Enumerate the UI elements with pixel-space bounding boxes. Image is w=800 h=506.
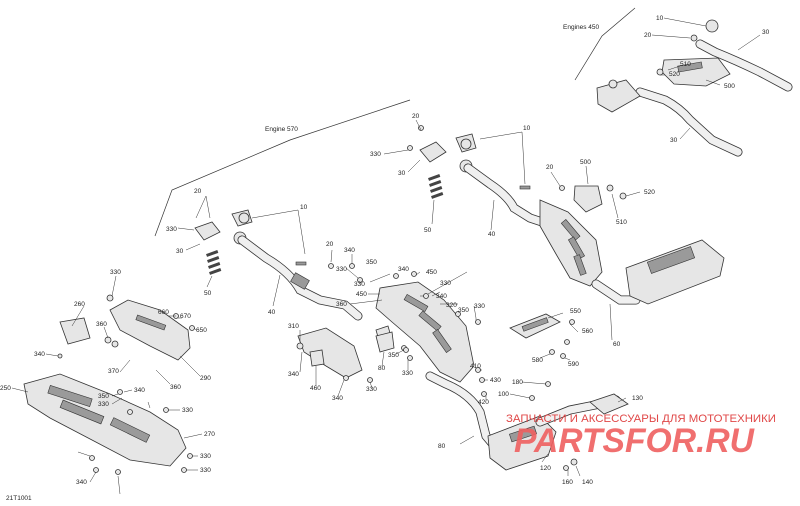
callout: 660 bbox=[158, 309, 169, 316]
engine-570-label: Engine 570 bbox=[265, 126, 298, 133]
left-shield-group bbox=[11, 275, 409, 495]
spring-50-middle bbox=[428, 174, 444, 199]
callout: 10 bbox=[523, 125, 531, 132]
callout: 510 bbox=[680, 61, 691, 68]
callout: 80 bbox=[378, 365, 386, 372]
callout: 100 bbox=[498, 391, 509, 398]
callout: 40 bbox=[488, 231, 496, 238]
callout: 270 bbox=[204, 431, 215, 438]
engine-450-label: Engines 450 bbox=[563, 24, 600, 31]
callout: 290 bbox=[200, 375, 211, 382]
callout: 350 bbox=[388, 352, 399, 359]
callout: 330 bbox=[98, 401, 109, 408]
callout: 330 bbox=[182, 407, 193, 414]
muffler-60-group bbox=[509, 165, 725, 361]
callout: 360 bbox=[336, 301, 347, 308]
callout-labels: 10 20 30 500 510 520 30 10 20 330 30 50 … bbox=[0, 15, 770, 486]
middle-manifold-group bbox=[383, 119, 553, 231]
callout: 130 bbox=[632, 395, 643, 402]
callout: 140 bbox=[582, 479, 593, 486]
callout: 330 bbox=[110, 269, 121, 276]
callout: 410 bbox=[470, 363, 481, 370]
callout: 350 bbox=[98, 393, 109, 400]
callout: 450 bbox=[426, 269, 437, 276]
callout: 450 bbox=[356, 291, 367, 298]
diagram-id: 21T1001 bbox=[6, 495, 32, 502]
engine-570-assembly: Engine 570 bbox=[154, 99, 411, 237]
callout: 340 bbox=[436, 293, 447, 300]
callout: 50 bbox=[204, 290, 212, 297]
callout: 20 bbox=[326, 241, 334, 248]
callout: 30 bbox=[762, 29, 770, 36]
callout: 330 bbox=[336, 266, 347, 273]
callout: 580 bbox=[532, 357, 543, 364]
callout: 500 bbox=[580, 159, 591, 166]
callout: 330 bbox=[474, 303, 485, 310]
callout: 520 bbox=[644, 189, 655, 196]
callout: 350 bbox=[458, 307, 469, 314]
callout: 20 bbox=[194, 188, 202, 195]
center-shield-group bbox=[345, 254, 481, 383]
callout: 120 bbox=[540, 465, 551, 472]
callout: 360 bbox=[170, 384, 181, 391]
callout: 30 bbox=[176, 248, 184, 255]
callout: 160 bbox=[562, 479, 573, 486]
callout: 30 bbox=[670, 137, 678, 144]
callout: 330 bbox=[440, 280, 451, 287]
callout: 340 bbox=[288, 371, 299, 378]
callout: 340 bbox=[344, 247, 355, 254]
callout: 350 bbox=[366, 259, 377, 266]
callout: 320 bbox=[446, 302, 457, 309]
callout: 520 bbox=[669, 71, 680, 78]
callout: 10 bbox=[656, 15, 664, 22]
callout: 50 bbox=[424, 227, 432, 234]
callout: 330 bbox=[200, 467, 211, 474]
callout: 550 bbox=[570, 308, 581, 315]
callout: 20 bbox=[412, 113, 420, 120]
watermark-tagline: ЗАПЧАСТИ И АКСЕССУАРЫ ДЛЯ МОТОТЕХНИКИ bbox=[506, 413, 776, 425]
callout: 460 bbox=[310, 385, 321, 392]
callout: 330 bbox=[366, 386, 377, 393]
callout: 250 bbox=[0, 385, 11, 392]
callout: 340 bbox=[398, 266, 409, 273]
callout: 330 bbox=[402, 370, 413, 377]
callout: 80 bbox=[438, 443, 446, 450]
callout: 330 bbox=[166, 226, 177, 233]
callout: 430 bbox=[490, 377, 501, 384]
callout: 330 bbox=[200, 453, 211, 460]
spring-50-left bbox=[206, 250, 222, 275]
left-manifold-group bbox=[177, 195, 363, 321]
callout: 180 bbox=[512, 379, 523, 386]
callout: 20 bbox=[546, 164, 554, 171]
callout: 500 bbox=[724, 83, 735, 90]
watermark-logo: PARTSFOR.RU bbox=[514, 422, 755, 460]
callout: 330 bbox=[370, 151, 381, 158]
callout: 370 bbox=[108, 368, 119, 375]
callout: 310 bbox=[288, 323, 299, 330]
callout: 360 bbox=[96, 321, 107, 328]
callout: 330 bbox=[354, 281, 365, 288]
callout: 60 bbox=[613, 341, 621, 348]
callout: 30 bbox=[398, 170, 406, 177]
callout: 560 bbox=[582, 328, 593, 335]
callout: 340 bbox=[134, 387, 145, 394]
callout: 40 bbox=[268, 309, 276, 316]
callout: 340 bbox=[34, 351, 45, 358]
callout: 340 bbox=[332, 395, 343, 402]
callout: 20 bbox=[644, 32, 652, 39]
engine-450-assembly: Engines 450 bbox=[563, 7, 793, 157]
callout: 340 bbox=[76, 479, 87, 486]
callout: 670 bbox=[180, 313, 191, 320]
watermark: ЗАПЧАСТИ И АКСЕССУАРЫ ДЛЯ МОТОТЕХНИКИ PA… bbox=[506, 413, 776, 460]
callout: 590 bbox=[568, 361, 579, 368]
callout: 650 bbox=[196, 327, 207, 334]
callout: 420 bbox=[478, 399, 489, 406]
callout: 510 bbox=[616, 219, 627, 226]
callout: 10 bbox=[300, 204, 308, 211]
lower-muffler-group bbox=[425, 367, 629, 477]
callout: 260 bbox=[74, 301, 85, 308]
